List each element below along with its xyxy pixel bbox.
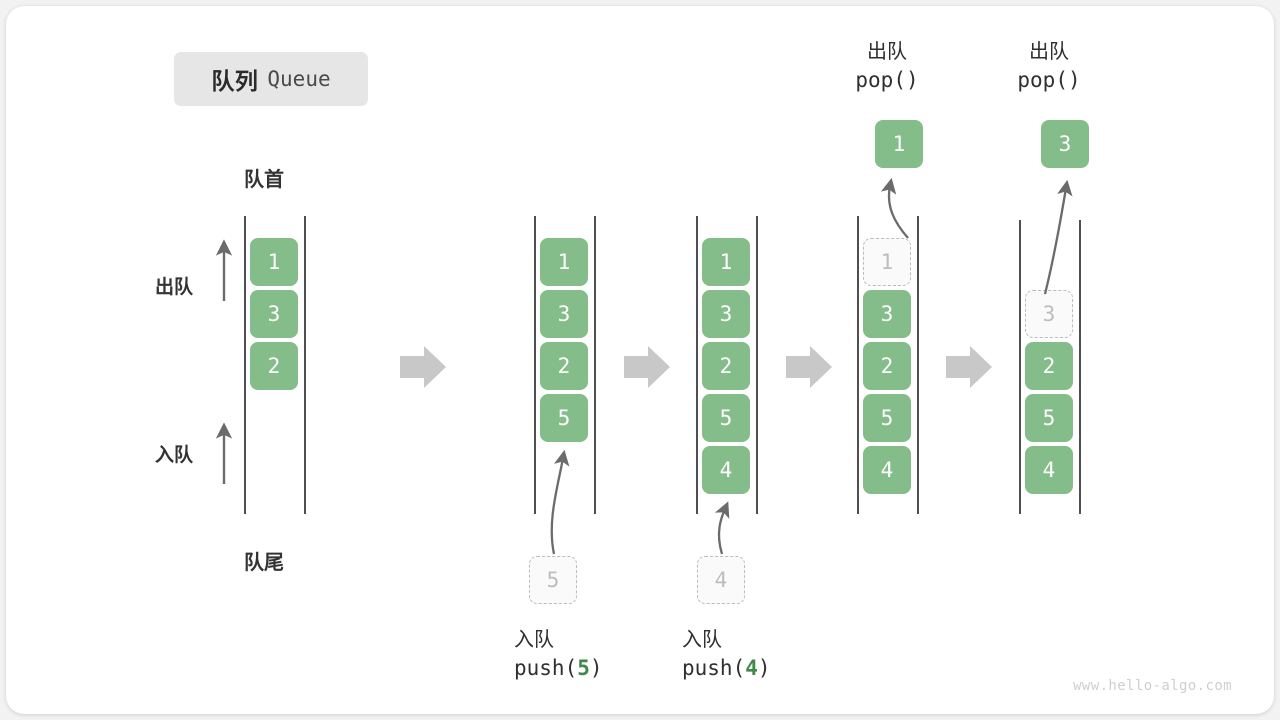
pop-3-caption: 出队 pop() bbox=[1011, 38, 1087, 96]
queue-item: 3 bbox=[863, 290, 911, 338]
queue-item: 2 bbox=[540, 342, 588, 390]
title-chinese: 队列 bbox=[211, 68, 259, 94]
push-caption-cn: 入队 bbox=[682, 629, 722, 651]
diagram-title-chip: 队列 Queue bbox=[174, 52, 368, 106]
push-5-caption: 入队 push(5) bbox=[514, 626, 603, 684]
push-caption-cn: 入队 bbox=[514, 629, 554, 651]
queue-rail-left bbox=[696, 216, 698, 514]
site-watermark: www.hello-algo.com bbox=[1073, 678, 1232, 694]
queue-item-leaving-ghost: 3 bbox=[1025, 290, 1073, 338]
queue-rail-right bbox=[304, 216, 306, 514]
queue-item: 3 bbox=[540, 290, 588, 338]
queue-rail-left bbox=[857, 216, 859, 514]
queue-item: 3 bbox=[250, 290, 298, 338]
queue-item-pushed: 5 bbox=[540, 394, 588, 442]
queue-rail-left bbox=[534, 216, 536, 514]
pop-caption-code: pop() bbox=[1017, 68, 1081, 93]
step-arrow-2 bbox=[624, 346, 670, 388]
queue-rail-right bbox=[594, 216, 596, 514]
queue-item: 1 bbox=[250, 238, 298, 286]
queue-rail-right bbox=[1079, 220, 1081, 514]
queue-item: 2 bbox=[863, 342, 911, 390]
pop-caption-code: pop() bbox=[855, 68, 919, 93]
incoming-element-ghost: 5 bbox=[529, 556, 577, 604]
pop-1-arrow bbox=[880, 177, 909, 239]
title-english: Queue bbox=[267, 67, 331, 91]
queue-item: 5 bbox=[1025, 394, 1073, 442]
queue-item: 4 bbox=[863, 446, 911, 494]
queue-rail-left bbox=[1019, 220, 1021, 514]
pop-1-caption: 出队 pop() bbox=[849, 38, 925, 96]
queue-item: 5 bbox=[863, 394, 911, 442]
push-5-arrow bbox=[550, 449, 570, 555]
step-arrow-1 bbox=[400, 346, 446, 388]
popped-element: 3 bbox=[1041, 120, 1089, 168]
queue-tail-label: 队尾 bbox=[244, 552, 284, 574]
push-4-arrow bbox=[714, 501, 730, 555]
queue-item-pushed: 4 bbox=[702, 446, 750, 494]
push-caption-code: push(4) bbox=[682, 656, 771, 681]
step-arrow-4 bbox=[946, 346, 992, 388]
incoming-element-ghost: 4 bbox=[697, 556, 745, 604]
queue-item: 2 bbox=[1025, 342, 1073, 390]
enqueue-direction-label: 入队 bbox=[155, 445, 194, 466]
queue-rail-right bbox=[917, 216, 919, 514]
pop-caption-cn: 出队 bbox=[1029, 41, 1069, 63]
popped-element: 1 bbox=[875, 120, 923, 168]
push-caption-code: push(5) bbox=[514, 656, 603, 681]
dequeue-direction-label: 出队 bbox=[155, 277, 194, 298]
queue-item: 2 bbox=[702, 342, 750, 390]
diagram-card: 队列 Queue 队首 队尾 出队 入队 1 3 2 1 3 2 5 5 入队 … bbox=[6, 6, 1274, 714]
queue-item: 1 bbox=[540, 238, 588, 286]
queue-item: 2 bbox=[250, 342, 298, 390]
push-4-caption: 入队 push(4) bbox=[682, 626, 771, 684]
queue-rail-right bbox=[756, 216, 758, 514]
queue-item-leaving-ghost: 1 bbox=[863, 238, 911, 286]
queue-item: 1 bbox=[702, 238, 750, 286]
queue-rail-left bbox=[244, 216, 246, 514]
arrows-overlay bbox=[215, 177, 1073, 555]
pop-3-arrow bbox=[1043, 179, 1073, 295]
queue-head-label: 队首 bbox=[244, 169, 284, 191]
pop-caption-cn: 出队 bbox=[867, 41, 907, 63]
queue-item: 5 bbox=[702, 394, 750, 442]
queue-item: 4 bbox=[1025, 446, 1073, 494]
step-arrow-3 bbox=[786, 346, 832, 388]
queue-item: 3 bbox=[702, 290, 750, 338]
